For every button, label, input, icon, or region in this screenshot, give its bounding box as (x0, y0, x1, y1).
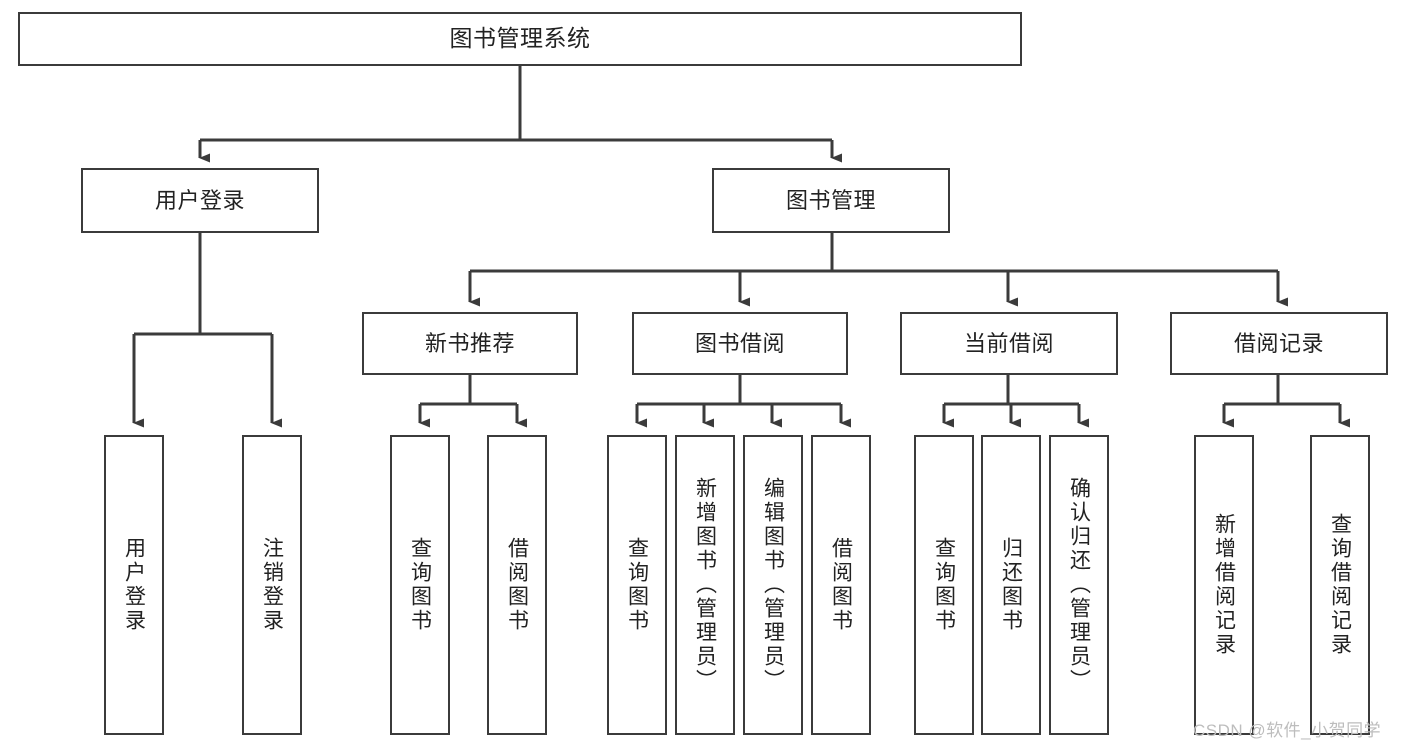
node-label: 用户登录 (154, 187, 245, 213)
leaf-query-book-recommendation[interactable]: 查询图书 (390, 435, 450, 735)
leaf-add-borrow-record[interactable]: 新增借阅记录 (1194, 435, 1254, 735)
node-book-management[interactable]: 图书管理 (712, 168, 950, 233)
node-label: 注销登录 (260, 537, 284, 633)
leaf-borrow-book-borrowing[interactable]: 借阅图书 (811, 435, 871, 735)
node-label: 借阅图书 (829, 537, 853, 633)
leaf-query-book-current[interactable]: 查询图书 (914, 435, 974, 735)
node-label: 查询图书 (932, 537, 956, 633)
node-label: 当前借阅 (963, 330, 1054, 356)
node-label: 查询图书 (625, 537, 649, 633)
node-label: 用户登录 (122, 537, 146, 633)
node-current-borrowing[interactable]: 当前借阅 (900, 312, 1118, 375)
leaf-confirm-return-admin[interactable]: 确认归还（管理员） (1049, 435, 1109, 735)
node-label: 确认归还（管理员） (1067, 477, 1091, 693)
node-label: 图书管理 (785, 187, 876, 213)
node-label: 图书借阅 (694, 330, 785, 356)
connectors (132, 66, 1350, 428)
leaf-return-book[interactable]: 归还图书 (981, 435, 1041, 735)
leaf-borrow-book-recommendation[interactable]: 借阅图书 (487, 435, 547, 735)
node-new-book-recommendation[interactable]: 新书推荐 (362, 312, 578, 375)
leaf-edit-book-admin[interactable]: 编辑图书（管理员） (743, 435, 803, 735)
node-label: 新增借阅记录 (1212, 513, 1236, 657)
node-label: 查询图书 (408, 537, 432, 633)
leaf-query-borrow-record[interactable]: 查询借阅记录 (1310, 435, 1370, 735)
node-borrowing-record[interactable]: 借阅记录 (1170, 312, 1388, 375)
node-label: 归还图书 (999, 537, 1023, 633)
node-label: 图书管理系统 (449, 25, 591, 52)
node-label: 新增图书（管理员） (693, 477, 717, 693)
leaf-user-login[interactable]: 用户登录 (104, 435, 164, 735)
leaf-logout[interactable]: 注销登录 (242, 435, 302, 735)
node-label: 借阅图书 (505, 537, 529, 633)
node-label: 借阅记录 (1233, 330, 1324, 356)
node-label: 编辑图书（管理员） (761, 477, 785, 693)
node-book-borrowing[interactable]: 图书借阅 (632, 312, 848, 375)
leaf-add-book-admin[interactable]: 新增图书（管理员） (675, 435, 735, 735)
node-user-login[interactable]: 用户登录 (81, 168, 319, 233)
leaf-query-book-borrowing[interactable]: 查询图书 (607, 435, 667, 735)
node-label: 新书推荐 (424, 330, 515, 356)
node-label: 查询借阅记录 (1328, 513, 1352, 657)
node-root-book-management-system[interactable]: 图书管理系统 (18, 12, 1022, 66)
